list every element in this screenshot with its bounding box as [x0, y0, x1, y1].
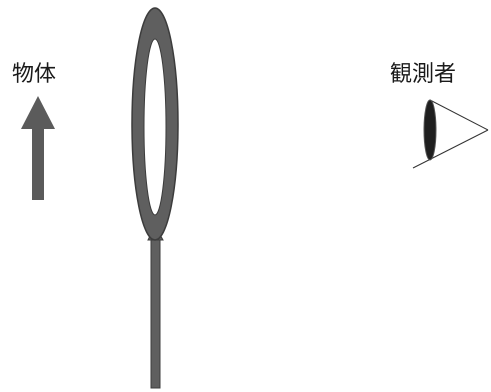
up-arrow-icon — [21, 96, 55, 200]
lens-opening — [143, 38, 167, 216]
eye-pupil — [423, 99, 437, 161]
magnifying-glass-icon — [131, 7, 179, 389]
lens-handle — [150, 235, 161, 389]
observer-label: 観測者 — [390, 62, 457, 87]
sight-line-lower — [412, 129, 489, 169]
sight-line-upper — [429, 99, 489, 131]
object-label: 物体 — [12, 62, 57, 87]
eye-icon — [412, 99, 489, 169]
